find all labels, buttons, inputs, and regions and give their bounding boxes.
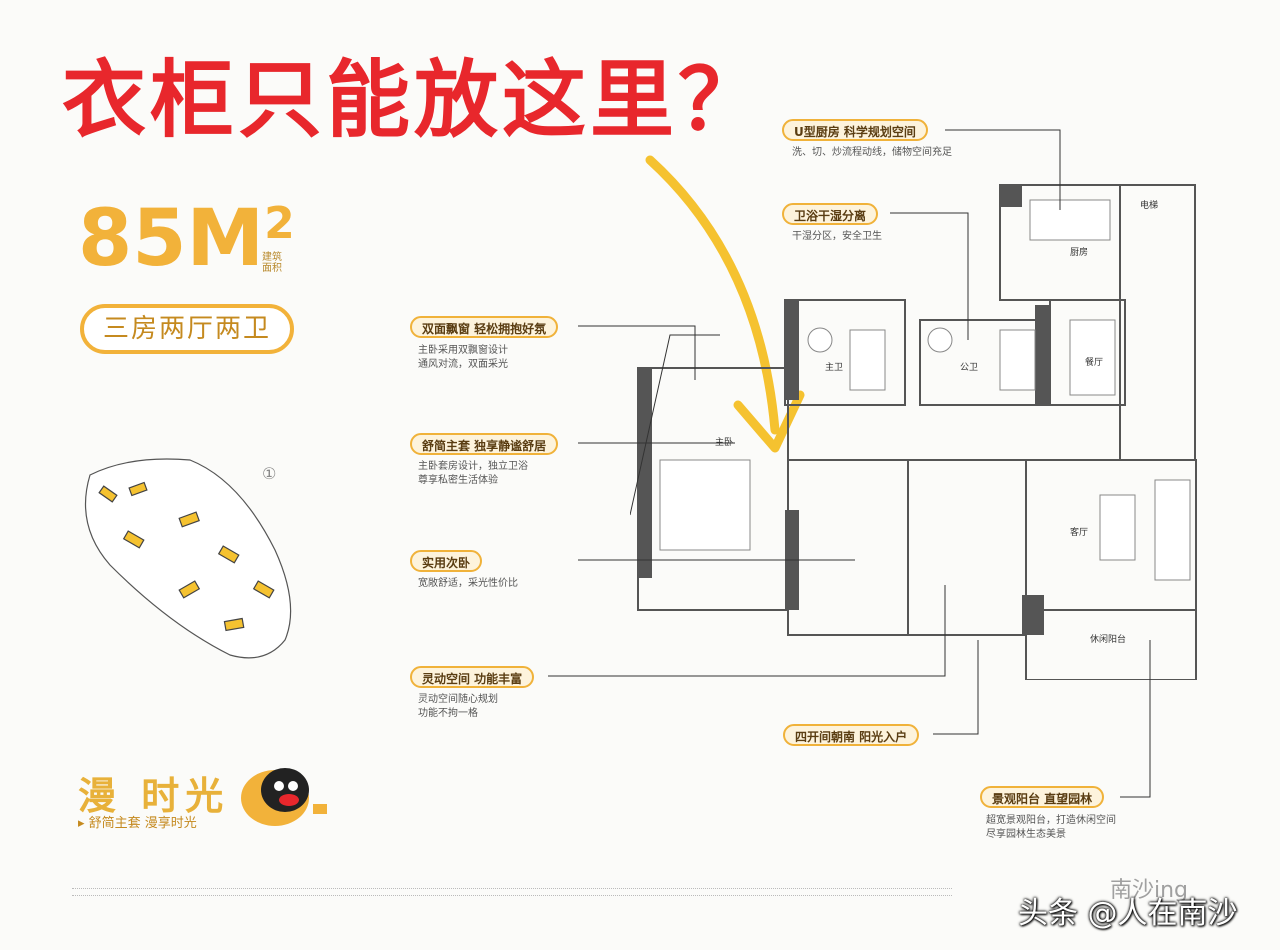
area-sub: 建筑面积 [262, 252, 282, 274]
plan-label-kitchen: 厨房 [1070, 246, 1088, 258]
building-icons [98, 481, 275, 632]
floor-plan: 厨房 电梯 餐厅 主卫 公卫 主卧 客厅 休闲阳台 [630, 184, 1197, 680]
plan-label-balcony: 休闲阳台 [1090, 633, 1126, 645]
plan-furniture [659, 199, 1191, 581]
plan-label-living: 客厅 [1070, 526, 1088, 538]
fine-print [72, 888, 952, 898]
arrow-head-icon [733, 390, 805, 453]
plan-label-master: 主卧 [715, 436, 733, 448]
brand-sub: ▸ 舒简主套 漫享时光 [78, 816, 197, 831]
headline: 衣柜只能放这里？ [62, 51, 767, 149]
callout-bay: 双面飘窗 轻松拥抱好氛 [410, 316, 559, 338]
brand-title: 漫 时光 [78, 774, 230, 818]
compass-icon: ① [262, 464, 277, 483]
watermark: 头条 @人在南沙 [1018, 896, 1238, 931]
callout-flex-desc: 灵动空间随心规划 功能不拘一格 [418, 694, 498, 719]
site-map [84, 458, 292, 659]
callout-master: 舒简主套 独享静谧舒居 [410, 433, 559, 455]
callout-balcony: 景观阳台 直望园林 [980, 786, 1105, 808]
callout-bath-desc: 干湿分区，安全卫生 [792, 231, 882, 242]
plan-label-bath2: 公卫 [960, 362, 978, 373]
watermark-secondary: 南沙ing [1110, 878, 1189, 903]
callout-balcony-desc: 超宽景观阳台，打造休闲空间 尽享园林生态美景 [986, 815, 1116, 840]
callout-bay-desc: 主卧采用双飘窗设计 通风对流，双面采光 [418, 345, 508, 370]
callout-second: 实用次卧 [410, 550, 483, 572]
area-value: 85M2 [78, 200, 295, 278]
plan-label-dining: 餐厅 [1085, 356, 1103, 368]
callout-master-desc: 主卧套房设计，独立卫浴 尊享私密生活体验 [418, 461, 528, 486]
arrow-icon [645, 155, 780, 435]
leader-lines [630, 334, 720, 516]
callout-kitchen-desc: 洗、切、炒流程动线，储物空间充足 [792, 147, 952, 158]
area-number: 85M [78, 194, 265, 284]
callout-flex: 灵动空间 功能丰富 [410, 666, 535, 688]
callout-south: 四开间朝南 阳光入户 [783, 724, 920, 746]
plan-label-bath1: 主卫 [825, 361, 843, 373]
plan-walls [637, 184, 1197, 680]
rooms-badge: 三房两厅两卫 [80, 304, 294, 354]
area-sup: 2 [264, 198, 295, 249]
plan-label-stairs: 电梯 [1140, 199, 1158, 211]
plan-columns [638, 185, 1049, 635]
callout-bath: 卫浴干湿分离 [782, 203, 879, 225]
callout-second-desc: 宽敞舒适，采光性价比 [418, 578, 518, 589]
mascot-icon [241, 768, 327, 826]
callout-kitchen: U型厨房 科学规划空间 [782, 119, 928, 141]
